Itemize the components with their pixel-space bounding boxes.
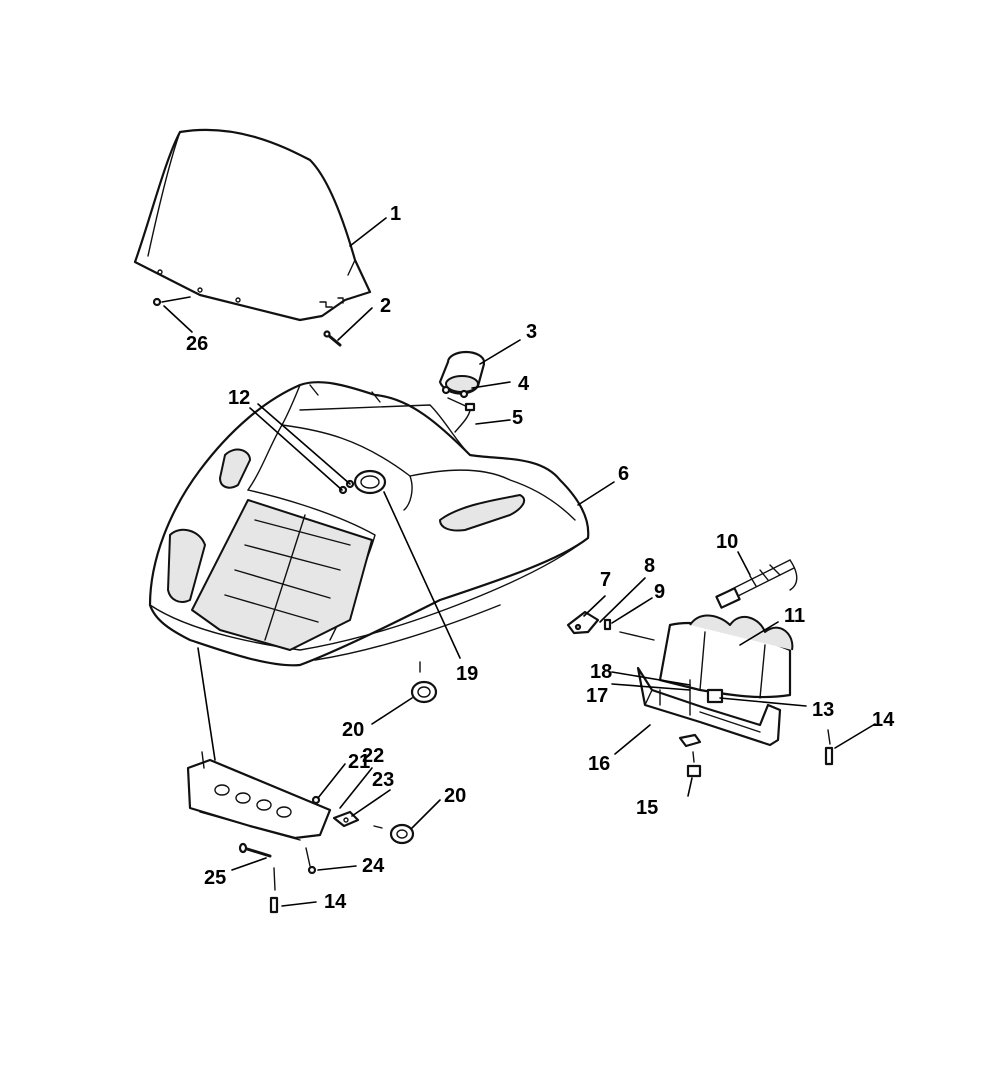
screw-26	[152, 296, 191, 307]
callout-14-right: 14	[872, 709, 895, 731]
mounting-plate	[186, 647, 332, 841]
callout-21: 21	[348, 751, 370, 773]
wire-harness	[715, 559, 798, 609]
callout-8: 8	[644, 555, 655, 577]
windshield	[133, 128, 372, 322]
callout-2: 2	[380, 295, 391, 317]
callout-23: 23	[372, 769, 394, 791]
gauge-assembly	[438, 350, 486, 433]
callout-22: 22	[362, 745, 384, 767]
callout-4: 4	[518, 373, 530, 395]
grommet-15	[686, 751, 702, 778]
nut-24	[305, 847, 317, 875]
bolt-25	[238, 842, 272, 858]
callout-13: 13	[812, 699, 834, 721]
screw-14-lower	[269, 867, 279, 914]
callout-14-lower: 14	[324, 891, 347, 913]
callout-26: 26	[186, 333, 208, 355]
pin-2	[323, 330, 342, 347]
callout-10: 10	[716, 531, 738, 553]
callout-7: 7	[600, 569, 611, 591]
callout-18: 18	[590, 661, 612, 683]
callout-15: 15	[636, 797, 658, 819]
callout-19: 19	[456, 663, 478, 685]
grommet-20-lower	[373, 823, 415, 845]
callout-17: 17	[586, 685, 608, 707]
callout-20-lower: 20	[444, 785, 466, 807]
callout-1: 1	[390, 203, 401, 225]
grommet-20-upper	[410, 661, 438, 704]
callout-20-upper: 20	[342, 719, 364, 741]
screw-14-right	[824, 729, 834, 766]
headlight-bracket	[636, 666, 782, 748]
headlight	[658, 614, 794, 699]
latch-assembly	[566, 610, 655, 641]
callout-6: 6	[618, 463, 629, 485]
callout-24: 24	[362, 855, 385, 877]
callout-12: 12	[228, 387, 250, 409]
callout-25: 25	[204, 867, 226, 889]
callout-labels: 1 2 3 4 5 6 7 8 9 10 11 12 13 14 15 16 1…	[186, 203, 895, 913]
leader-lines	[163, 217, 876, 907]
callout-9: 9	[654, 581, 665, 603]
callout-3: 3	[526, 321, 537, 343]
callout-16: 16	[588, 753, 610, 775]
hood	[148, 381, 590, 667]
callout-5: 5	[512, 407, 523, 429]
callout-11: 11	[784, 605, 805, 627]
